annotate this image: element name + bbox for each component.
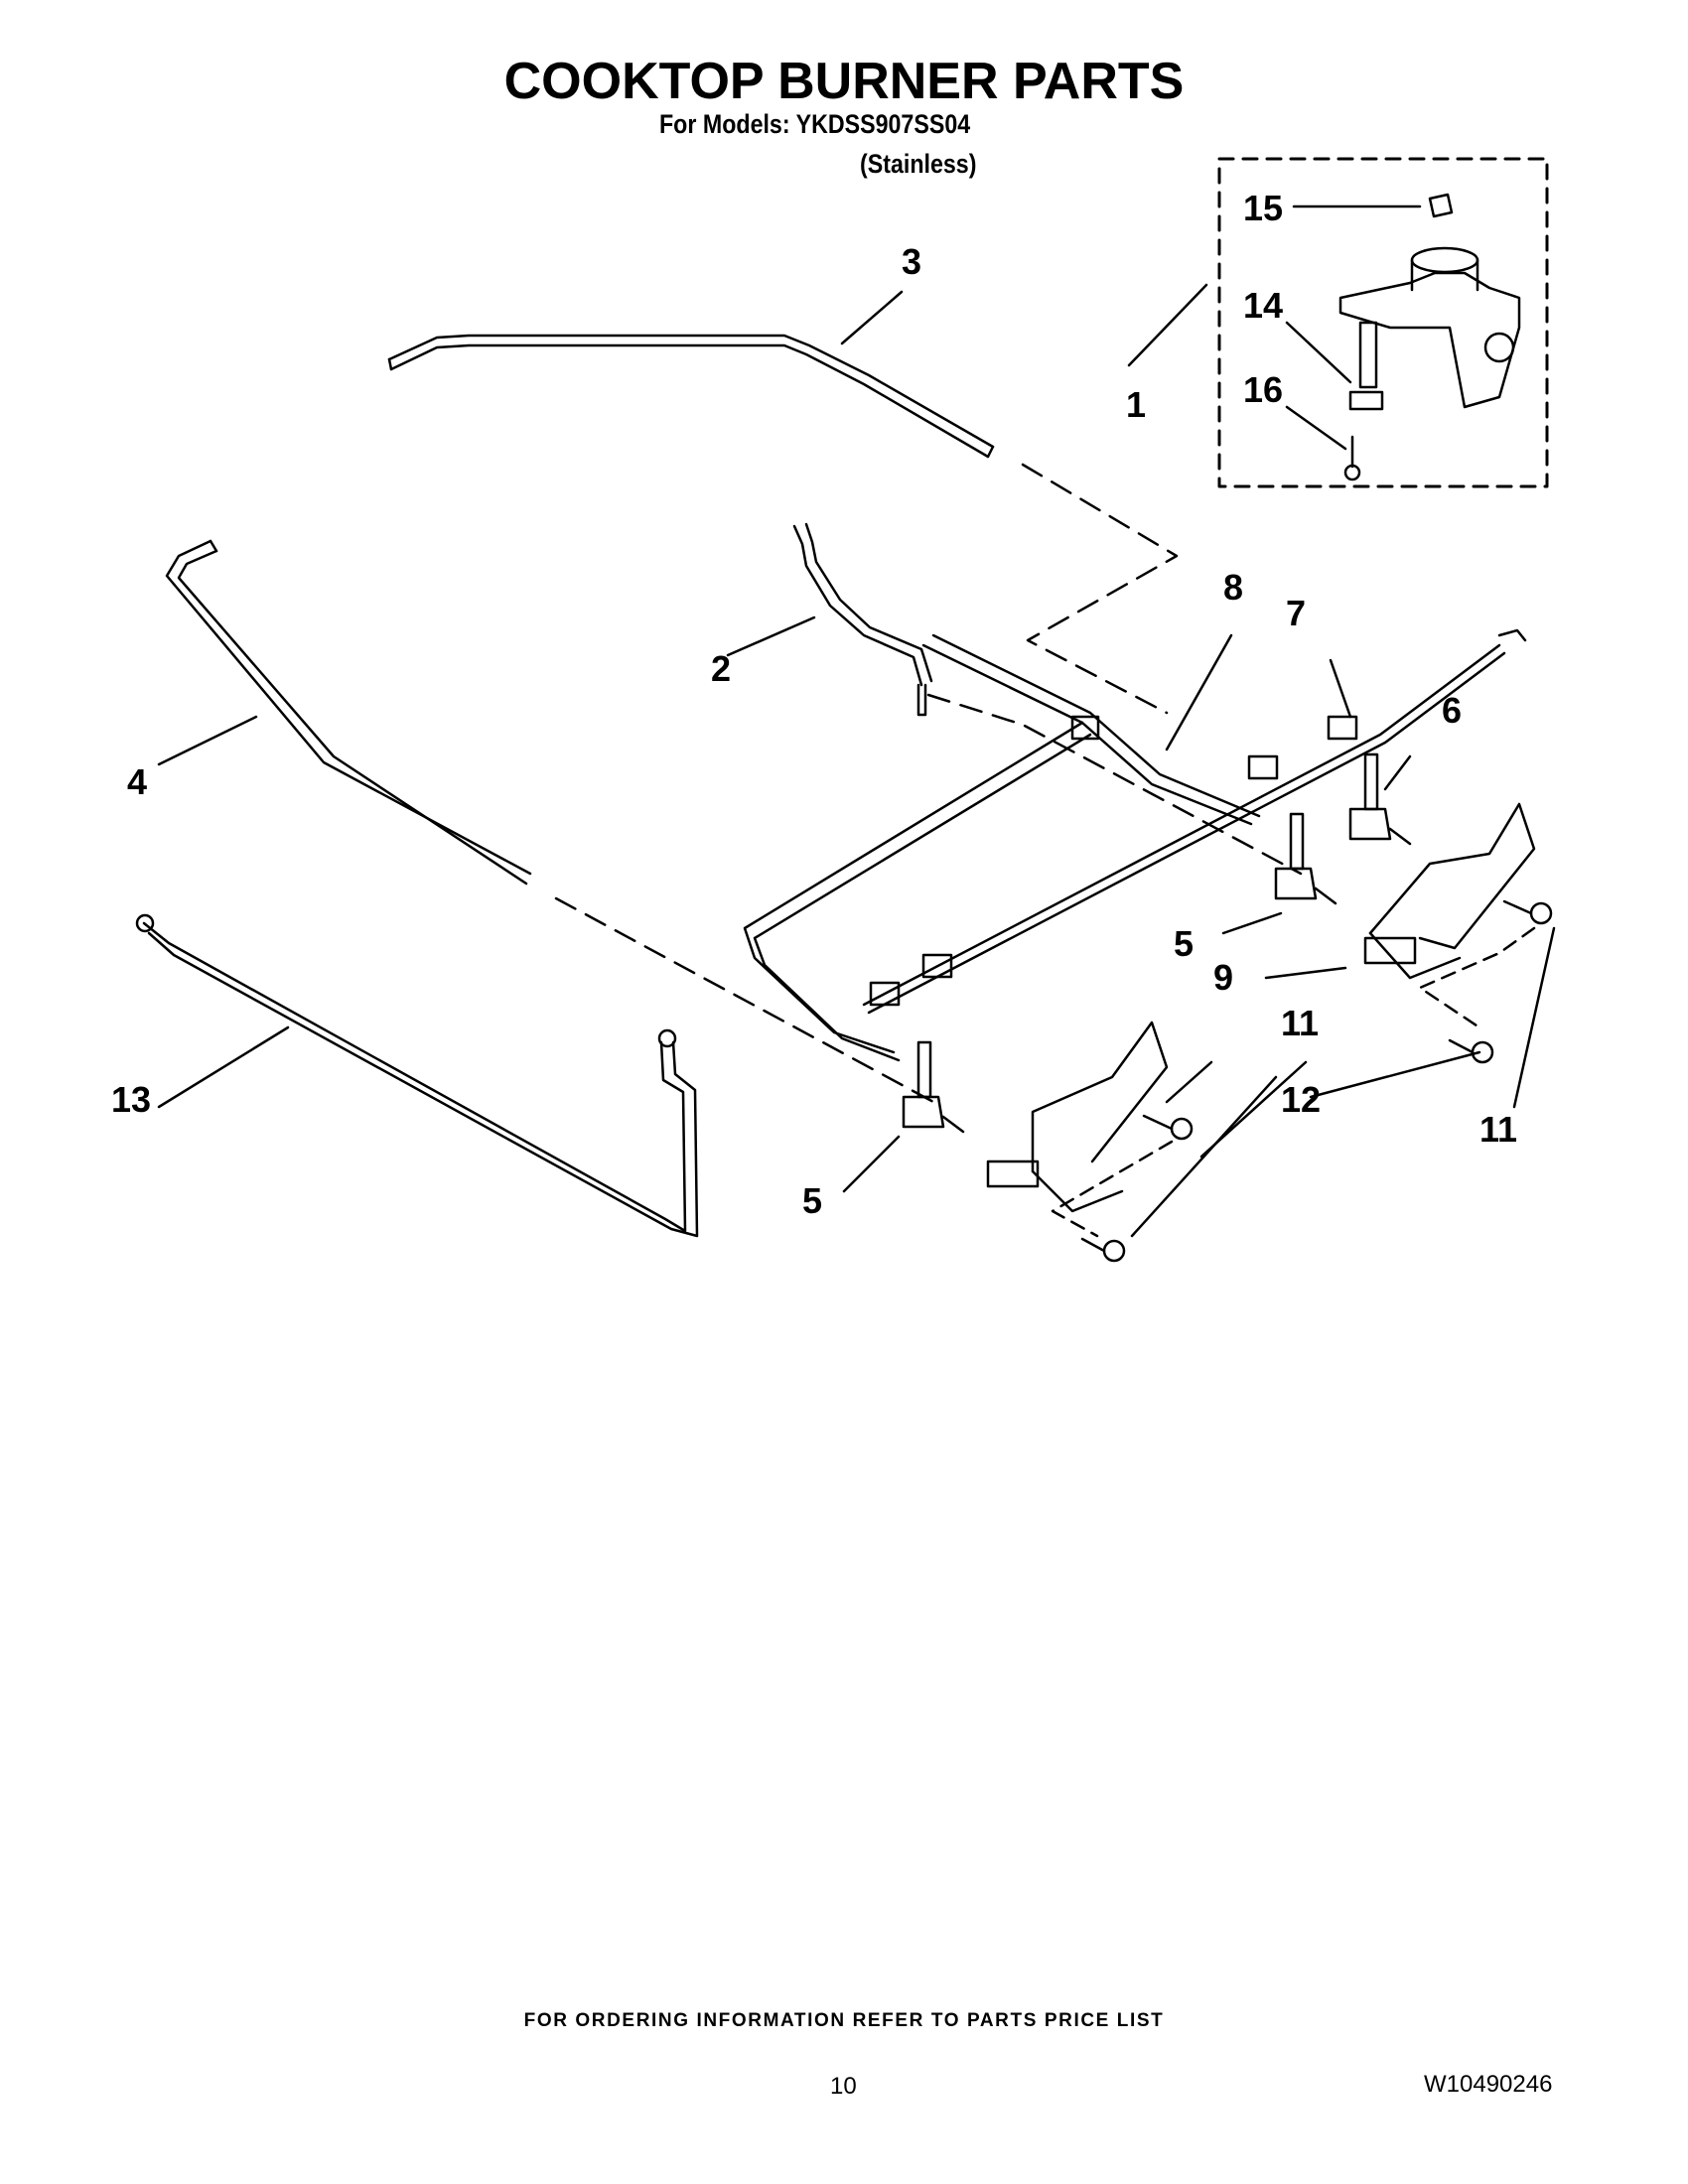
callout-1: 1 [1126, 384, 1146, 425]
tube-part-13 [135, 913, 699, 1238]
callout-12: 12 [1281, 1079, 1321, 1120]
leader-dash-2 [926, 693, 1303, 876]
valve-part-5-upper [1274, 812, 1337, 905]
electrode-part-14 [1348, 321, 1384, 411]
valve-part-5-lower [902, 1040, 965, 1134]
document-number: W10490246 [1424, 2071, 1553, 2098]
burner-base-part-1 [1338, 246, 1521, 409]
screw-part-11-lower [1142, 1114, 1194, 1141]
leader-dash-screws-right [1418, 926, 1536, 1029]
callout-11-center: 11 [1281, 1003, 1319, 1043]
page-number: 10 [830, 2073, 857, 2100]
bracket-part-9-lower [986, 1021, 1169, 1213]
harness-part-7 [862, 628, 1527, 1015]
callout-8: 8 [1223, 567, 1243, 608]
leader-dash-4 [554, 896, 935, 1104]
screw-part-12-right [1448, 1038, 1494, 1064]
page-title: COOKTOP BURNER PARTS [503, 53, 1185, 110]
callout-5-lower: 5 [802, 1180, 822, 1221]
variant-label: (Stainless) [860, 149, 977, 179]
tube-part-3 [387, 334, 995, 459]
callout-14: 14 [1243, 285, 1283, 326]
callout-2: 2 [711, 648, 731, 689]
manifold-part-8 [743, 633, 1261, 1062]
screw-part-11-right [1502, 899, 1553, 925]
valve-part-6 [1348, 752, 1412, 846]
ordering-note: FOR ORDERING INFORMATION REFER TO PARTS … [523, 2010, 1165, 2031]
callout-5-upper: 5 [1174, 923, 1194, 964]
inset-box [1217, 157, 1549, 488]
bracket-part-9-upper [1363, 802, 1536, 980]
screw-part-12-lower [1080, 1237, 1126, 1263]
models-line: For Models: YKDSS907SS04 [659, 109, 971, 139]
callout-7: 7 [1286, 593, 1306, 633]
callout-15: 15 [1243, 188, 1283, 228]
callout-4: 4 [127, 761, 147, 802]
callout-16: 16 [1243, 369, 1283, 410]
callout-6: 6 [1442, 690, 1462, 731]
callout-3: 3 [902, 241, 921, 282]
orifice-part-15 [1428, 193, 1454, 218]
callout-9: 9 [1213, 957, 1233, 998]
tube-part-4 [165, 539, 532, 886]
leader-dash-3 [1021, 463, 1179, 715]
callout-13: 13 [111, 1079, 151, 1120]
screw-part-16 [1343, 435, 1361, 481]
tube-part-2 [792, 522, 933, 717]
leader-dash-screws-lower [1051, 1140, 1174, 1238]
callout-11-right: 11 [1479, 1109, 1517, 1150]
